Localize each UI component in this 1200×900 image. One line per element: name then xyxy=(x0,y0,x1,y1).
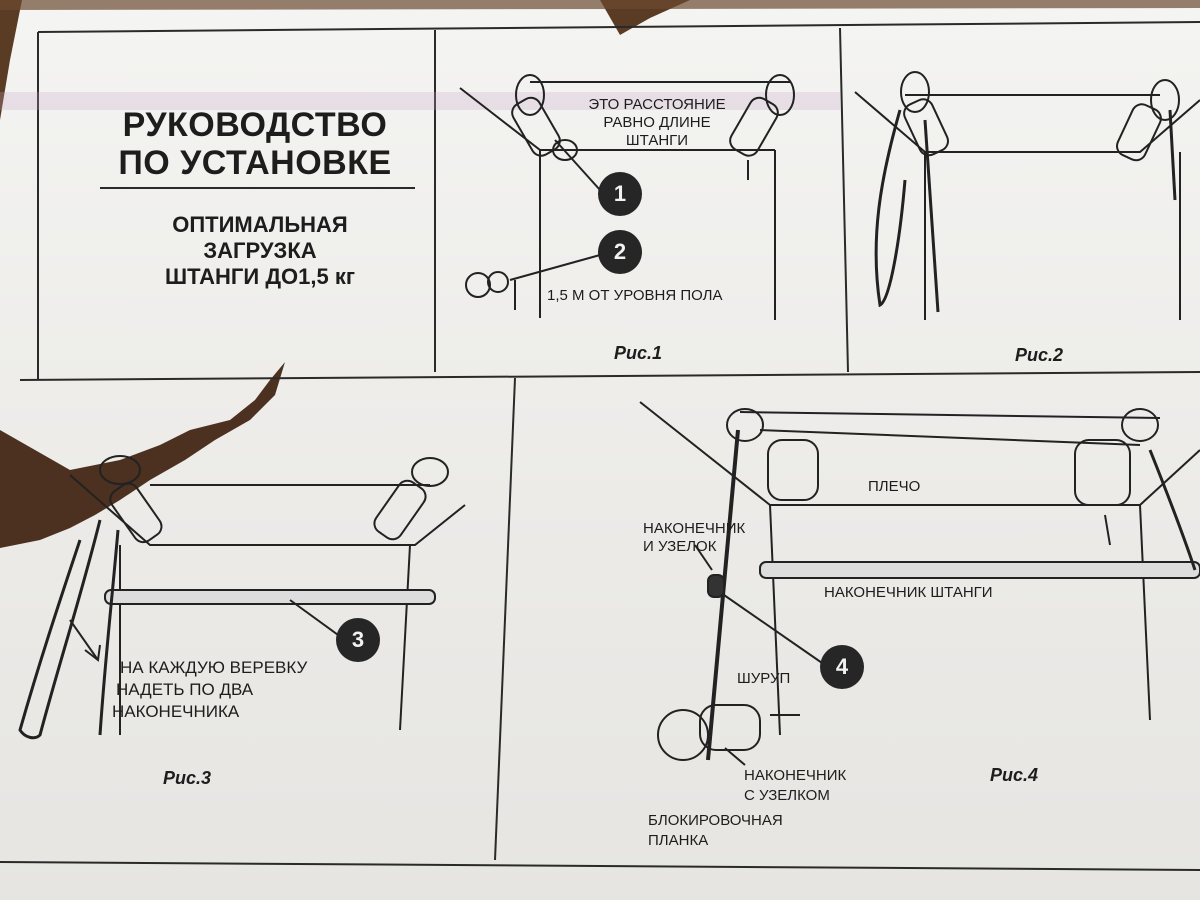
fig1-floor-note: 1,5 М ОТ УРОВНЯ ПОЛА xyxy=(547,287,723,304)
step-badge-1: 1 xyxy=(598,172,642,216)
fig3-note-line-3: НАКОНЕЧНИКА xyxy=(112,702,240,721)
fig4-label-screw: ШУРУП xyxy=(737,670,791,687)
load-line-3: ШТАНГИ ДО1,5 кг xyxy=(165,264,355,289)
step-badge-3: 3 xyxy=(336,618,380,662)
fig1-note-line-1: ЭТО РАССТОЯНИЕ xyxy=(588,96,726,113)
step-badge-2: 2 xyxy=(598,230,642,274)
fig4-label-rod-tip: НАКОНЕЧНИК ШТАНГИ xyxy=(824,584,993,601)
fig4-label-lock-1: БЛОКИРОВОЧНАЯ xyxy=(648,812,783,829)
fig4-label-lock-2: ПЛАНКА xyxy=(648,832,709,849)
load-line-1: ОПТИМАЛЬНАЯ xyxy=(172,212,348,237)
fig4-label-tip-knot-2: И УЗЕЛОК xyxy=(643,538,717,555)
figure-1-caption: Рис.1 xyxy=(614,343,663,363)
fig1-note-line-2: РАВНО ДЛИНЕ xyxy=(603,114,711,131)
figure-4-caption: Рис.4 xyxy=(990,765,1039,785)
figure-2-caption: Рис.2 xyxy=(1015,345,1064,365)
fig3-note-line-2: НАДЕТЬ ПО ДВА xyxy=(116,680,254,699)
manual-title-line-1: РУКОВОДСТВО xyxy=(122,106,388,144)
fig4-label-tip-knot-1: НАКОНЕЧНИК xyxy=(643,520,746,537)
step-badge-4: 4 xyxy=(820,645,864,689)
fig3-note-line-1: НА КАЖДУЮ ВЕРЕВКУ xyxy=(120,658,308,677)
manual-title-line-2: ПО УСТАНОВКЕ xyxy=(118,144,392,182)
fig4-label-tip-with-knot-1: НАКОНЕЧНИК xyxy=(744,767,847,784)
fig1-note-line-3: ШТАНГИ xyxy=(625,132,689,149)
fig4-label-tip-with-knot-2: С УЗЕЛКОМ xyxy=(744,787,830,804)
figure-3-caption: Рис.3 xyxy=(163,768,212,788)
load-line-2: ЗАГРУЗКА xyxy=(203,238,317,263)
fig4-label-shoulder: ПЛЕЧО xyxy=(868,478,921,495)
